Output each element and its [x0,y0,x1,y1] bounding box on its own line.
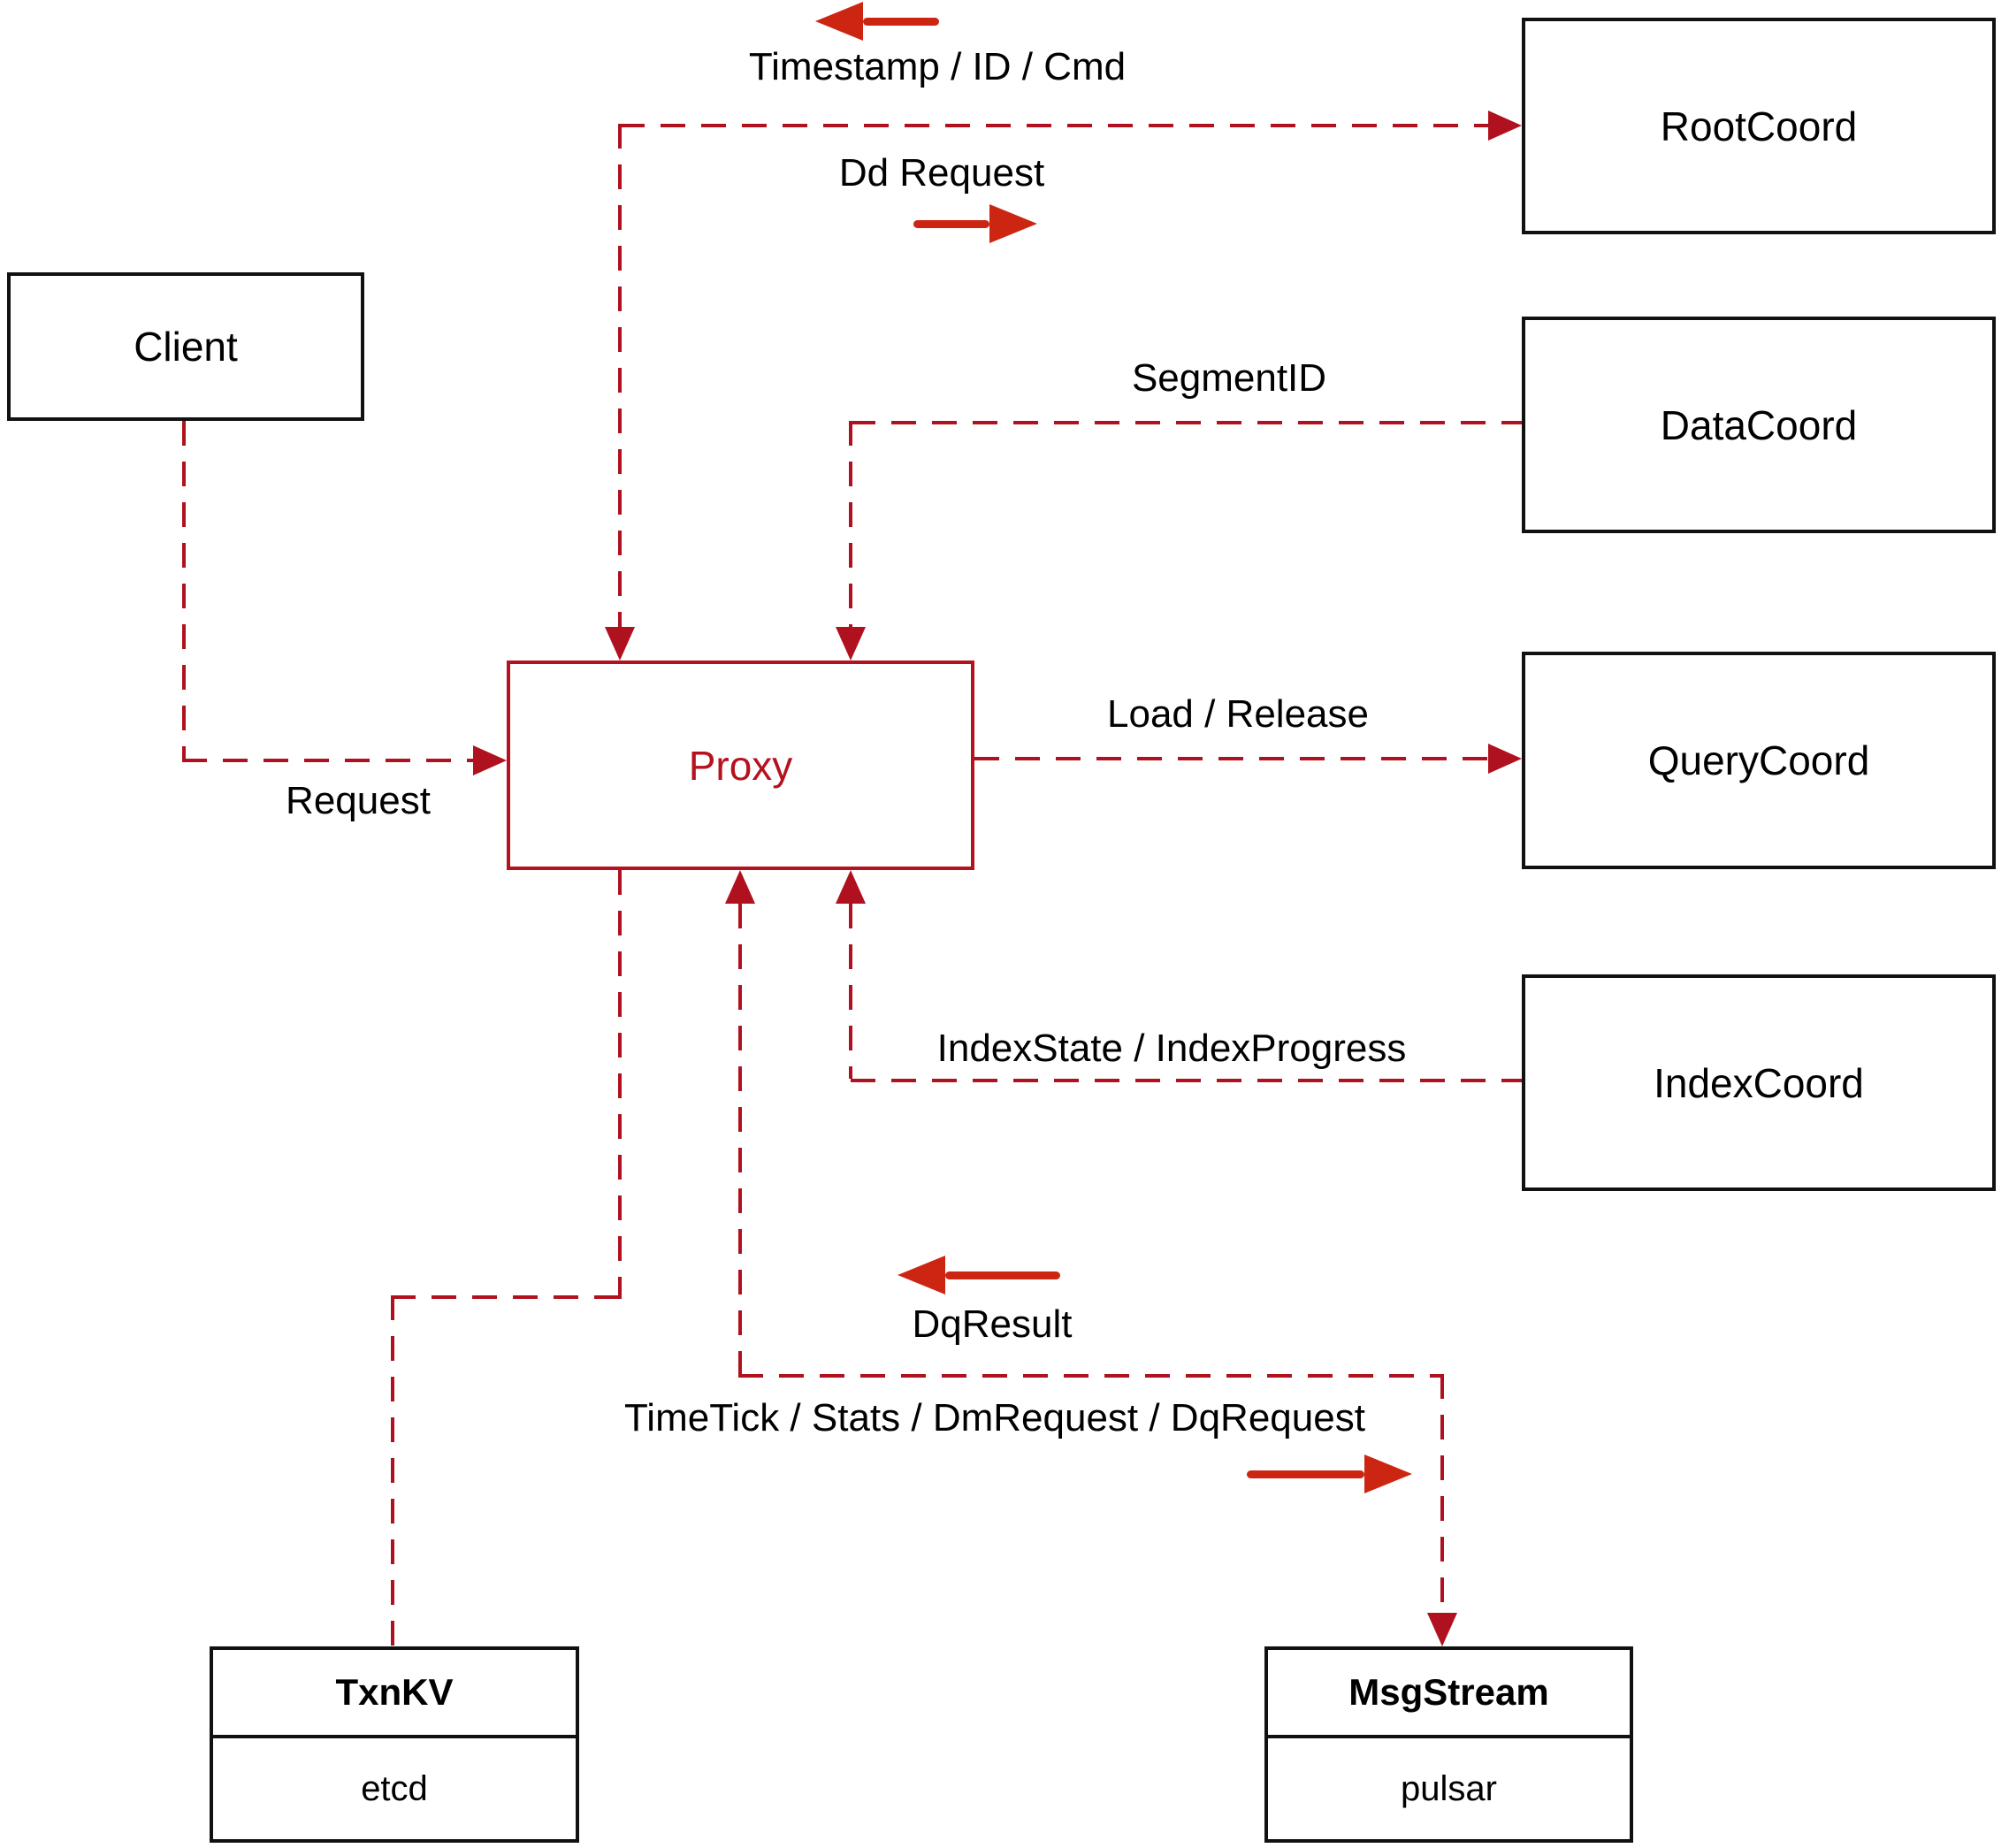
edge-indexcoord-proxy-horizontal [851,1079,1522,1082]
edge-datacoord-proxy-vertical [849,421,852,628]
edge-label-indexstate-indexprogress: IndexState / IndexProgress [936,1027,1407,1070]
node-datacoord: DataCoord [1522,317,1996,533]
node-client-label: Client [134,324,238,370]
edge-proxy-rootcoord-vertical [618,124,622,628]
edge-proxy-rootcoord-horizontal [620,124,1488,127]
node-msgstream-subtitle: pulsar [1401,1768,1497,1808]
edge-label-request: Request [286,779,431,822]
direction-arrow-left-icon [815,2,939,41]
node-proxy-label: Proxy [688,742,793,789]
direction-arrow-right-timetick-icon [1247,1455,1412,1493]
edge-label-load-release: Load / Release [1107,692,1369,736]
edge-proxy-txnkv-horizontal [391,1295,622,1299]
edge-client-proxy-vertical [182,421,186,760]
edge-label-segmentid: SegmentID [1131,356,1327,400]
node-msgstream: MsgStream pulsar [1264,1646,1633,1843]
edge-indexcoord-proxy-vertical [849,904,852,1079]
edge-indexcoord-proxy-arrowhead-icon [836,870,866,904]
edge-proxy-txnkv-vertical-lower [391,1295,394,1646]
direction-arrow-left-dqresult-icon [898,1256,1060,1294]
node-datacoord-label: DataCoord [1660,401,1858,448]
edge-proxy-msgstream-arrowhead-icon [1427,1613,1457,1646]
edge-proxy-txnkv-vertical-upper [618,870,622,1299]
node-proxy: Proxy [507,661,974,870]
edge-client-proxy-horizontal [182,759,475,762]
node-querycoord: QueryCoord [1522,652,1996,869]
edge-proxy-msgstream-horizontal [738,1374,1444,1378]
node-txnkv-title: TxnKV [213,1650,576,1738]
node-msgstream-title: MsgStream [1268,1650,1630,1738]
edge-client-proxy-arrowhead-icon [473,745,507,775]
node-rootcoord: RootCoord [1522,18,1996,234]
node-txnkv: TxnKV etcd [210,1646,579,1843]
node-rootcoord-label: RootCoord [1660,103,1858,149]
edge-proxy-querycoord-horizontal [974,757,1489,760]
node-indexcoord-label: IndexCoord [1654,1059,1864,1106]
edge-label-timetick-stats: TimeTick / Stats / DmRequest / DqRequest [624,1396,1365,1439]
edge-proxy-msgstream-vertical-upper [738,904,742,1378]
node-indexcoord: IndexCoord [1522,974,1996,1191]
edge-label-dqresult: DqResult [912,1302,1073,1346]
edge-proxy-msgstream-vertical-lower [1440,1374,1444,1613]
node-client: Client [7,272,364,421]
node-txnkv-subtitle: etcd [361,1768,428,1808]
edge-label-dd-request: Dd Request [838,151,1045,195]
node-querycoord-label: QueryCoord [1647,737,1870,783]
edge-proxy-rootcoord-arrowhead-icon [1488,111,1522,141]
edge-datacoord-proxy-horizontal [851,421,1522,424]
direction-arrow-right-icon [913,204,1037,243]
edge-datacoord-proxy-arrowhead-icon [836,627,866,661]
edge-proxy-querycoord-arrowhead-icon [1488,744,1522,774]
edge-msgstream-proxy-arrowhead-icon [725,870,755,904]
edge-label-timestamp-id-cmd: Timestamp / ID / Cmd [748,45,1127,88]
edge-rootcoord-proxy-arrowhead-icon [605,627,635,661]
